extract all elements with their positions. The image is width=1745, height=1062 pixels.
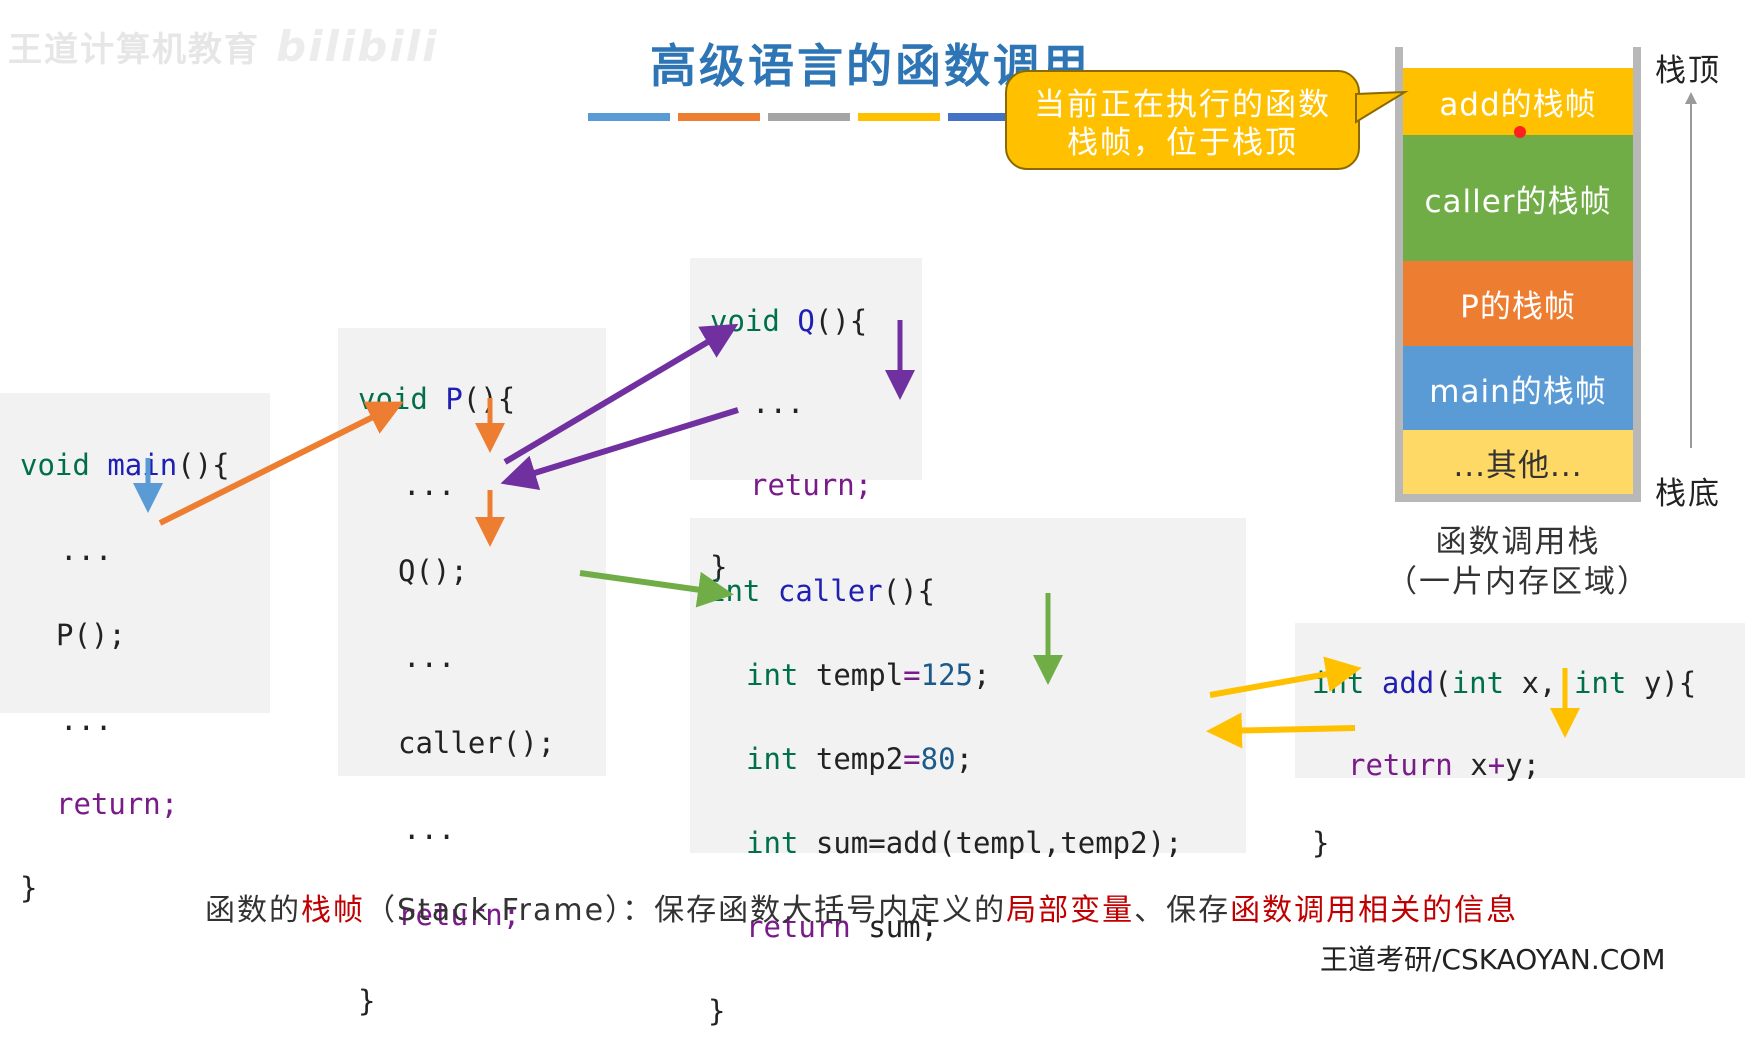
main-code-line-1: void main(){: [20, 448, 230, 482]
callout-line-1: 当前正在执行的函数: [1034, 87, 1331, 123]
main-code: void main(){ ... P(); ... return; }: [20, 414, 230, 939]
stack-right-wall: [1633, 47, 1641, 502]
p-code-line-8: }: [358, 984, 376, 1018]
callout-pointer: [1355, 90, 1409, 124]
arrow-p-to-q: [503, 323, 739, 465]
main-code-line-2: ...: [60, 533, 113, 567]
arrow-q-return: [500, 407, 739, 491]
arrow-main-to-p: [158, 401, 404, 526]
laser-pointer-dot: [1514, 126, 1526, 138]
caller-code-line-3: int temp2=80;: [746, 742, 974, 776]
main-code-box: [0, 393, 270, 713]
bilibili-logo: bilibili: [276, 22, 439, 71]
p-code-line-2: ...: [403, 468, 456, 502]
color-bar-darkblue: [948, 113, 1008, 121]
callout-current-frame: 当前正在执行的函数 栈帧，位于栈顶: [1005, 70, 1360, 170]
stack-frame-add: add的栈帧: [1403, 68, 1633, 135]
caller-code-line-5: return sum;: [746, 910, 939, 944]
stack-frame-caller: caller的栈帧: [1403, 135, 1633, 261]
q-code-line-2: ...: [752, 386, 805, 420]
p-code-line-4: ...: [403, 640, 456, 674]
stack-top-label: 栈顶: [1655, 53, 1721, 89]
color-bar-blue: [588, 113, 670, 121]
footer-description: 函数的栈帧（Stack Frame）：保存函数大括号内定义的局部变量、保存函数调…: [205, 893, 1519, 928]
callout-line-2: 栈帧，位于栈顶: [1067, 125, 1298, 161]
arrow-caller-to-add: [1209, 656, 1362, 698]
stack-caption-sub: （一片内存区域）: [1386, 564, 1650, 600]
stack-frame-p: P的栈帧: [1403, 261, 1633, 346]
caller-code-line-2: int templ=125;: [746, 658, 991, 692]
main-code-line-5: return;: [56, 787, 179, 821]
color-bar-orange: [678, 113, 760, 121]
stack-left-wall: [1395, 47, 1403, 502]
stack-caption: 函数调用栈: [1435, 524, 1601, 560]
arrow-stack-axis-head: [1685, 92, 1697, 104]
main-code-line-3: P();: [56, 618, 126, 652]
caller-code-box: [690, 518, 1246, 853]
p-code-line-5: caller();: [398, 726, 556, 760]
p-code-line-7: return;: [398, 898, 521, 932]
caller-code-line-4: int sum=add(templ,temp2);: [746, 826, 1183, 860]
add-code-box: [1295, 623, 1745, 778]
add-code-line-3: }: [1312, 826, 1330, 860]
stack-bottom-label: 栈底: [1655, 476, 1721, 512]
arrow-p-to-caller: [579, 570, 734, 608]
q-code-box: [690, 258, 922, 480]
stack-bottom-wall: [1395, 494, 1641, 502]
stack-frame-main: main的栈帧: [1403, 346, 1633, 430]
q-code-line-3: return;: [750, 468, 873, 502]
p-code-line-6: ...: [403, 812, 456, 846]
q-code-line-1: void Q(){: [710, 304, 868, 338]
q-code: void Q(){ ... return; }: [710, 270, 872, 618]
stack-frame-other: ...其他...: [1403, 430, 1633, 494]
arrow-add-return: [1206, 712, 1356, 749]
main-code-line-4: ...: [60, 703, 113, 737]
color-bar-yellow: [858, 113, 940, 121]
p-code-line-3: Q();: [398, 554, 468, 588]
caller-code-line-6: }: [708, 994, 726, 1028]
main-code-line-6: }: [20, 871, 38, 905]
watermark: 王道计算机教育 bilibili: [8, 22, 439, 71]
arrows-overlay: [133, 90, 1697, 749]
add-code-line-2: return x+y;: [1348, 748, 1541, 782]
watermark-text: 王道计算机教育: [8, 30, 260, 70]
color-bar-gray: [768, 113, 850, 121]
